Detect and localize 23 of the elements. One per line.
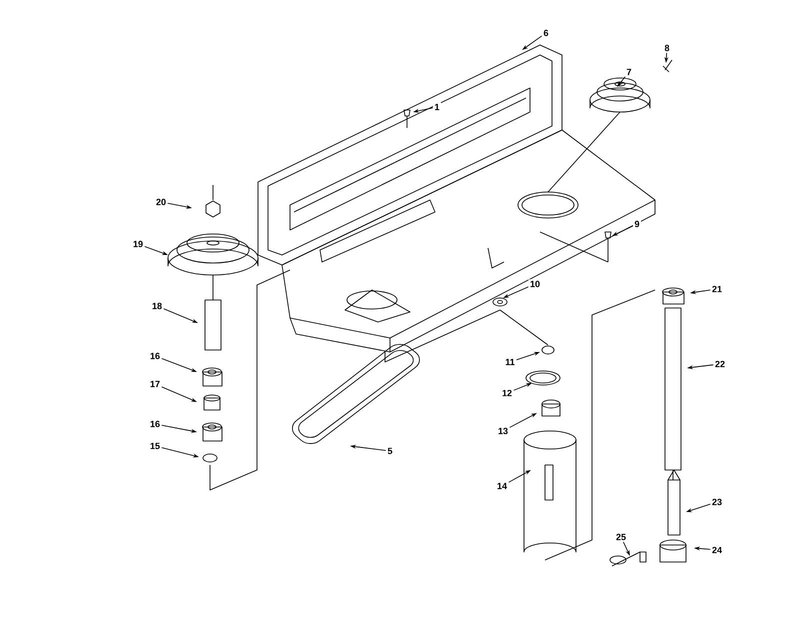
callout-number: 15 (148, 441, 162, 451)
callout-number: 1 (433, 102, 441, 112)
callout-number: 25 (614, 532, 628, 542)
callout-number: 24 (710, 545, 724, 555)
callout-number: 6 (542, 28, 550, 38)
callout-number: 14 (496, 481, 508, 491)
callout-number: 11 (504, 357, 516, 367)
callout-number: 19 (132, 239, 145, 249)
callout-number: 12 (500, 388, 514, 398)
callout-number: 17 (148, 379, 162, 389)
callout-number: 22 (714, 359, 726, 369)
callout-number: 16 (148, 419, 162, 429)
callout-number: 20 (154, 197, 168, 207)
callout-number: 7 (625, 67, 633, 77)
callout-number: 13 (496, 426, 510, 436)
callout-number: 9 (633, 219, 641, 229)
callout-number: 23 (710, 497, 724, 507)
callout-number: 16 (148, 351, 162, 361)
callout-number: 5 (386, 446, 394, 456)
callout-number: 21 (710, 284, 724, 294)
callout-number: 10 (528, 279, 542, 289)
callout-number: 8 (663, 43, 671, 53)
callout-number: 18 (150, 301, 164, 311)
